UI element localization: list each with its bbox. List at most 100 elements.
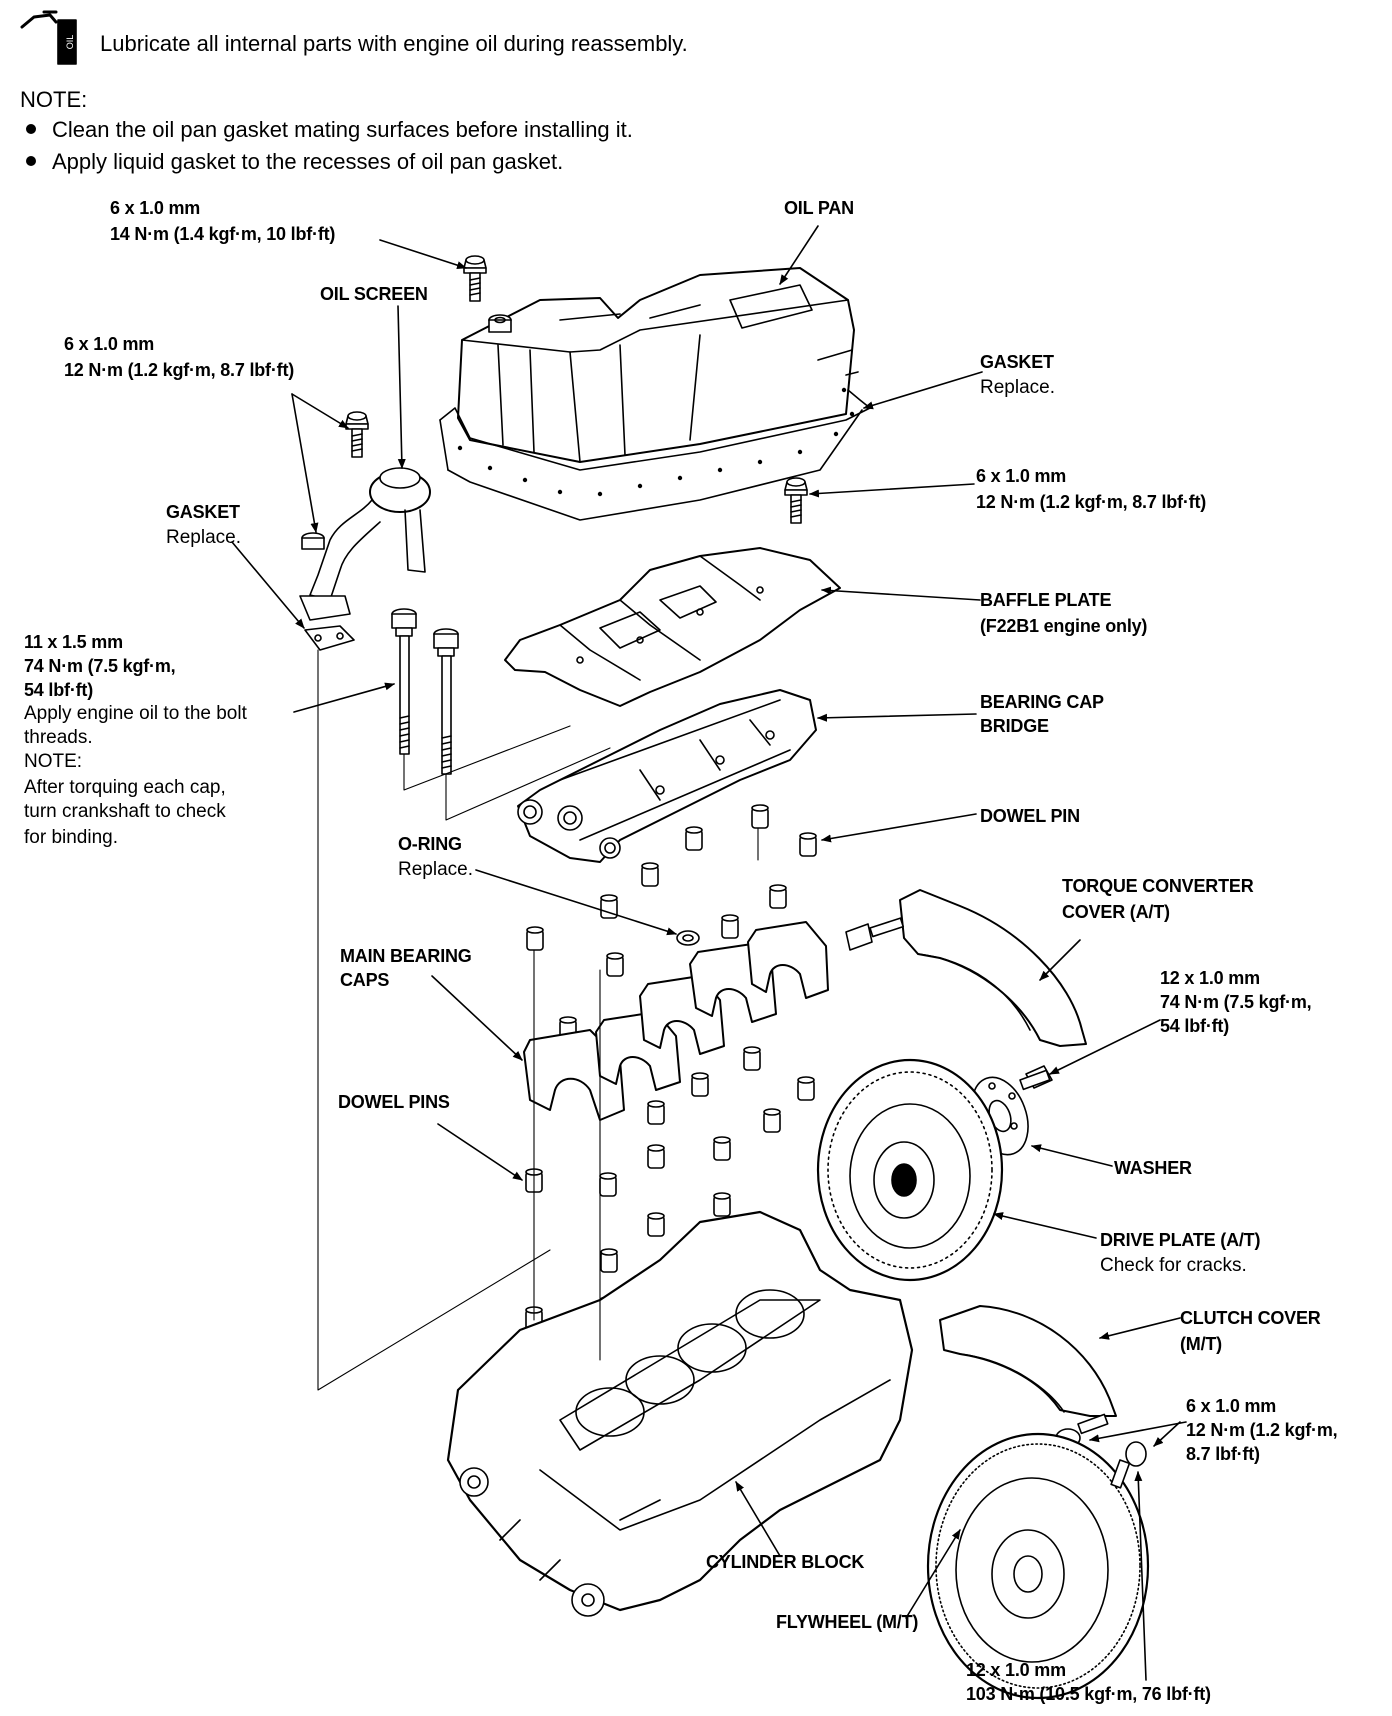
baffle-plate-drawing	[505, 548, 840, 706]
oil-pan-bolt-size: 6 x 1.0 mm	[110, 198, 201, 218]
oil-pan-bolt-torque: 14 N·m (1.4 kgf·m, 10 lbf·ft)	[110, 224, 336, 244]
oil-screen-drawing	[300, 468, 430, 620]
oil-pan-bolt	[463, 255, 487, 302]
main-bolt-note-5: turn crankshaft to check	[24, 801, 226, 822]
main-bearing-caps-label-2: CAPS	[340, 970, 390, 990]
drive-plate-bolt-size: 12 x 1.0 mm	[1160, 968, 1260, 988]
dowel-pins-label: DOWEL PINS	[338, 1092, 450, 1112]
torque-converter-cover-bolt	[846, 918, 903, 950]
main-bolt-torque-2: 54 lbf·ft)	[24, 680, 93, 700]
oil-screen-bolt-size: 6 x 1.0 mm	[64, 334, 155, 354]
leader-lines	[232, 226, 1186, 1680]
main-bolt-note-4: After torquing each cap,	[24, 777, 226, 798]
dowel-pin-label: DOWEL PIN	[980, 806, 1080, 826]
note-item-2: Apply liquid gasket to the recesses of o…	[52, 149, 564, 174]
torque-converter-label-1: TORQUE CONVERTER	[1062, 876, 1254, 896]
dowel-pin-12	[691, 1072, 709, 1097]
dowel-pin-22	[600, 1248, 618, 1273]
baffle-plate-bolt	[784, 477, 808, 524]
oil-can-icon-text: OIL	[65, 35, 75, 50]
drive-plate-bolt	[1020, 1066, 1052, 1089]
cylinder-block-label: CYLINDER BLOCK	[706, 1552, 865, 1572]
bullet-dot	[26, 124, 36, 134]
main-bolt-note-6: for binding.	[24, 827, 119, 848]
baffle-plate-label: BAFFLE PLATE	[980, 590, 1112, 610]
bearing-cap-bridge-label-1: BEARING CAP	[980, 692, 1104, 712]
oil-pan-nut	[489, 315, 511, 332]
bullet-dot	[26, 156, 36, 166]
oil-pan-gasket-drawing	[457, 387, 855, 497]
drive-plate-note: Check for cracks.	[1100, 1255, 1247, 1276]
flywheel-bolt-torque: 103 N·m (10.5 kgf·m, 76 lbf·ft)	[966, 1684, 1211, 1704]
main-bearing-caps-label-1: MAIN BEARING	[340, 946, 472, 966]
clutch-cover-label-2: (M/T)	[1180, 1334, 1222, 1354]
oil-screen-bolt-torque: 12 N·m (1.2 kgf·m, 8.7 lbf·ft)	[64, 360, 295, 380]
drive-plate-drawing	[818, 1060, 1002, 1280]
oil-screen-gasket-label: GASKET	[166, 502, 240, 522]
dowel-pin-3	[685, 826, 703, 851]
bearing-cap-bridge-drawing	[518, 690, 816, 862]
note-item-1: Clean the oil pan gasket mating surfaces…	[52, 117, 633, 142]
main-bearing-cap-5	[748, 922, 828, 998]
o-ring-note: Replace.	[398, 859, 473, 880]
oil-can-icon: OIL	[22, 12, 76, 64]
cylinder-block-drawing	[448, 1212, 912, 1616]
o-ring-label: O-RING	[398, 834, 462, 854]
oil-pan-gasket-note: Replace.	[980, 377, 1055, 398]
baffle-plate-note: (F22B1 engine only)	[980, 616, 1148, 636]
flywheel-bolt-size: 12 x 1.0 mm	[966, 1660, 1066, 1680]
dowel-pin-18	[599, 1172, 617, 1197]
drive-plate-bolt-torque-2: 54 lbf·ft)	[1160, 1016, 1229, 1036]
flywheel-drawing	[928, 1434, 1148, 1698]
washer-label: WASHER	[1114, 1158, 1192, 1178]
clutch-cover-drawing	[940, 1306, 1116, 1416]
bearing-cap-bridge-label-2: BRIDGE	[980, 716, 1049, 736]
oil-screen-bolt	[345, 411, 369, 458]
main-bolt-torque-1: 74 N·m (7.5 kgf·m,	[24, 656, 176, 676]
clutch-cover-bolt-size: 6 x 1.0 mm	[1186, 1396, 1277, 1416]
oil-pan-drawing	[440, 268, 870, 520]
main-bolt-note-3: NOTE:	[24, 751, 83, 772]
clutch-cover-bolt-torque-1: 12 N·m (1.2 kgf·m,	[1186, 1420, 1338, 1440]
oil-screen-nut	[302, 533, 324, 549]
main-bearing-cap-bolt-1	[392, 609, 416, 754]
dowel-pin-9	[606, 952, 624, 977]
dowel-pin-13	[797, 1076, 815, 1101]
flywheel-bolt	[1111, 1442, 1146, 1488]
dowel-pin-15	[647, 1100, 665, 1125]
baffle-bolt-torque: 12 N·m (1.2 kgf·m, 8.7 lbf·ft)	[976, 492, 1207, 512]
assembly-guide-lines	[318, 650, 758, 1390]
flywheel-label: FLYWHEEL (M/T)	[776, 1612, 919, 1632]
drive-plate-bolt-torque-1: 74 N·m (7.5 kgf·m,	[1160, 992, 1312, 1012]
dowel-pin-2	[751, 804, 769, 829]
dowel-pin-17	[647, 1144, 665, 1169]
baffle-bolt-size: 6 x 1.0 mm	[976, 466, 1067, 486]
dowel-pin-14	[763, 1108, 781, 1133]
dowel-pin-4	[641, 862, 659, 887]
lubricate-instruction: Lubricate all internal parts with engine…	[100, 31, 688, 56]
oil-pan-gasket-label: GASKET	[980, 352, 1054, 372]
clutch-cover-bolt-torque-2: 8.7 lbf·ft)	[1186, 1444, 1260, 1464]
dowel-pin-20	[647, 1212, 665, 1237]
torque-converter-cover-drawing	[900, 890, 1086, 1046]
main-bearing-cap-bolt-2	[434, 629, 458, 774]
dowel-pin-11	[743, 1046, 761, 1071]
o-ring-drawing	[677, 931, 699, 945]
dowel-pin-1	[799, 832, 817, 857]
torque-converter-label-2: COVER (A/T)	[1062, 902, 1170, 922]
main-bolt-size: 11 x 1.5 mm	[24, 632, 123, 652]
oil-screen-label: OIL SCREEN	[320, 284, 428, 304]
main-bolt-note-2: threads.	[24, 727, 93, 748]
note-heading: NOTE:	[20, 87, 88, 112]
oil-pan-label: OIL PAN	[784, 198, 854, 218]
oil-screen-gasket-note: Replace.	[166, 527, 241, 548]
dowel-pin-16	[713, 1136, 731, 1161]
drive-plate-label: DRIVE PLATE (A/T)	[1100, 1230, 1261, 1250]
main-bolt-note-1: Apply engine oil to the bolt	[24, 703, 247, 724]
dowel-pin-6	[526, 926, 544, 951]
dowel-pin-7	[769, 884, 787, 909]
oil-screen-gasket-drawing	[305, 626, 354, 650]
dowel-pin-8	[721, 914, 739, 939]
